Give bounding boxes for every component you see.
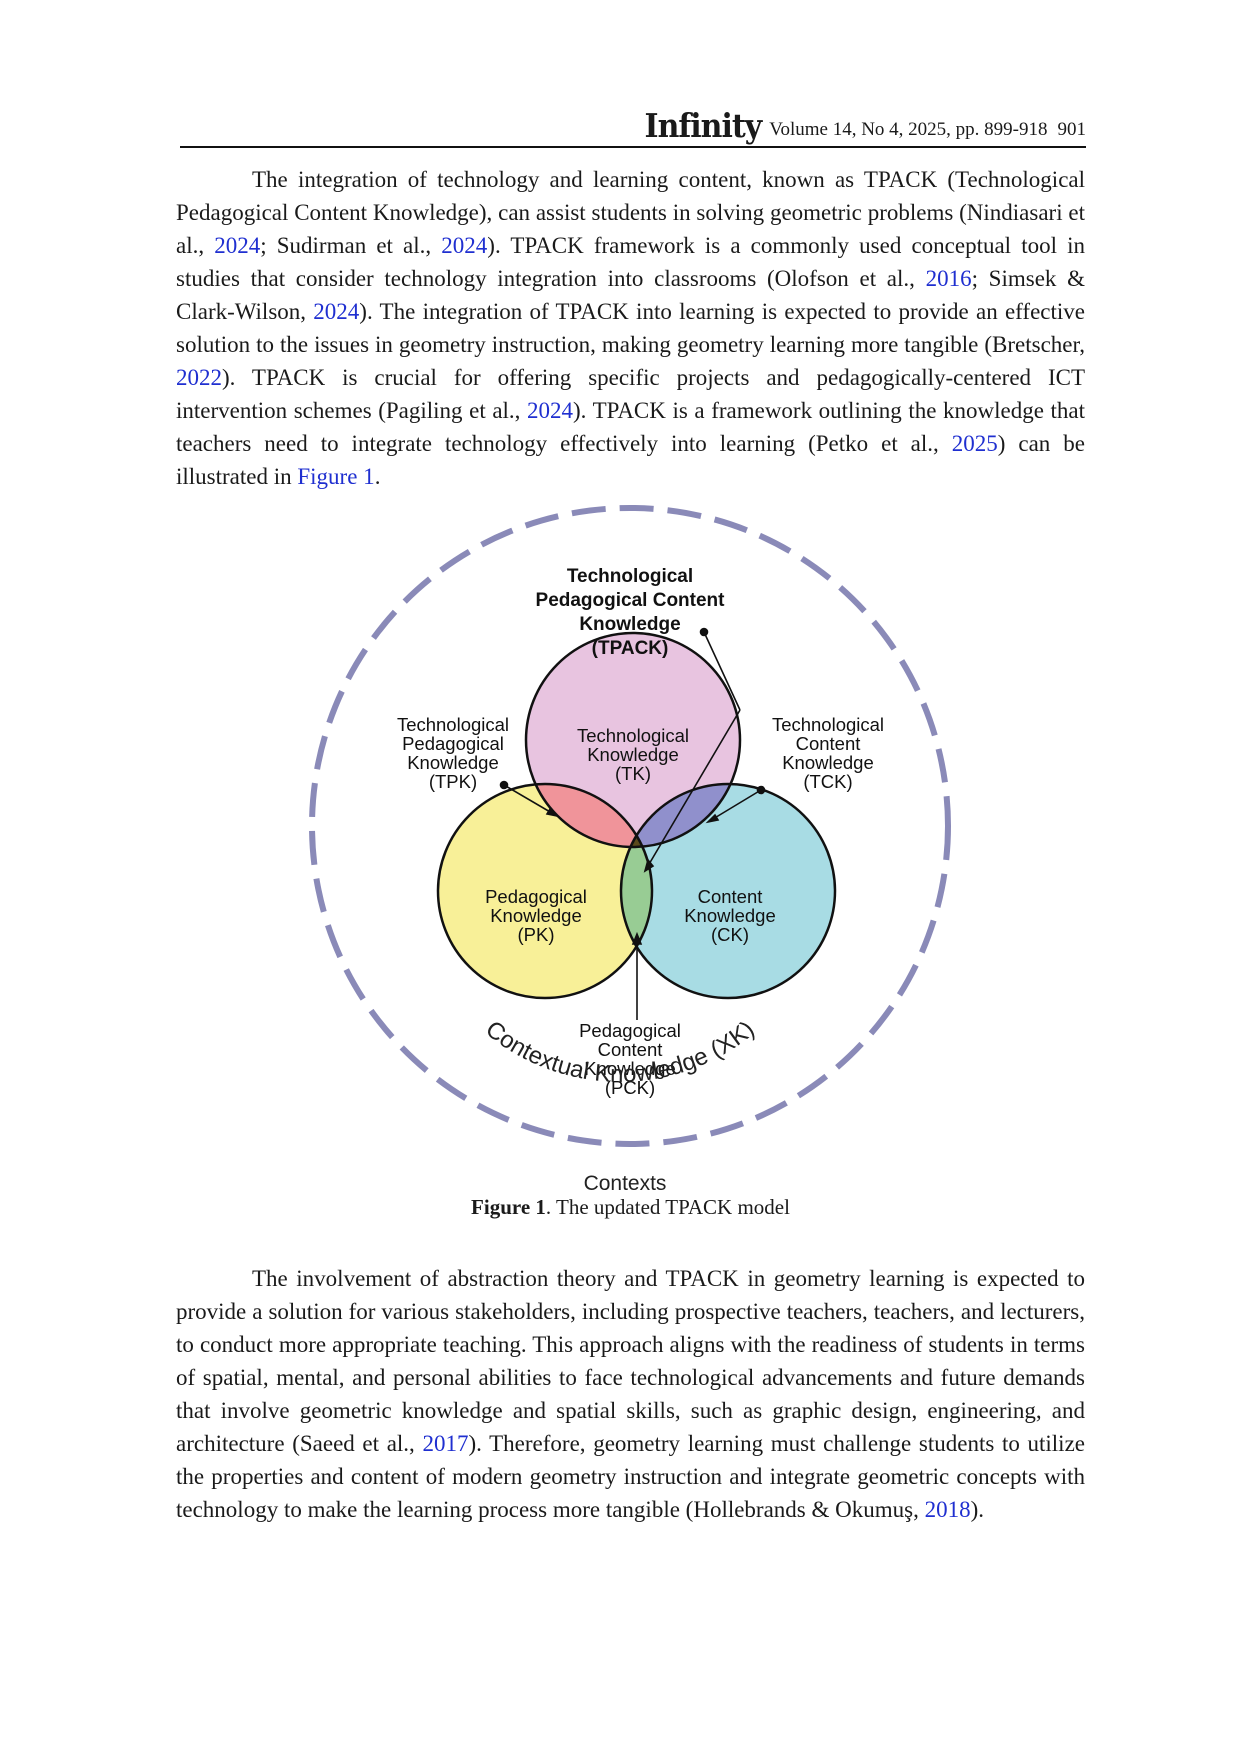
tck-dot [756, 785, 766, 795]
ck-outline [619, 782, 837, 1000]
tpack-arrowhead [643, 858, 655, 873]
page-header: Infinity Volume 14, No 4, 2025, pp. 899-… [180, 108, 1086, 148]
tpack-label-line: Knowledge [579, 614, 680, 635]
tpack-label-line: Technological [567, 566, 693, 587]
pk-label-line: (PK) [518, 924, 555, 945]
pck-label-line: Knowledge [584, 1058, 676, 1079]
paragraph-text: ). The integration of TPACK into learnin… [176, 299, 1085, 357]
tpack-leader-2 [644, 709, 741, 872]
citation-link[interactable]: Figure 1 [297, 464, 375, 489]
paragraph-text: ) can be illustrated in [176, 431, 1085, 489]
tpack-label-line: (TPACK) [592, 638, 669, 659]
paragraph-text: ). Therefore, geometry learning must cha… [176, 1431, 1085, 1522]
tk-label-line: (TK) [615, 763, 651, 784]
paragraph-text: ; Sudirman et al., [260, 233, 442, 258]
citation-link[interactable]: 2024 [441, 233, 488, 258]
paragraph-text: . [374, 464, 381, 489]
citation-link[interactable]: 2016 [925, 266, 972, 291]
citation-link[interactable]: 2017 [422, 1431, 469, 1456]
tck-arrowhead [705, 813, 720, 824]
paragraph-text: ; Simsek & Clark-Wilson, [176, 266, 1085, 324]
tk-label-line: Knowledge [587, 744, 679, 765]
tpk-label-line: Knowledge [407, 752, 499, 773]
figure-caption: Figure 1. The updated TPACK model [176, 1195, 1085, 1220]
page-number: 901 [1057, 119, 1087, 140]
ck-label-line: (CK) [711, 924, 749, 945]
citation-link[interactable]: 2022 [176, 365, 222, 390]
pck-arrowhead [631, 931, 643, 945]
pck-label-line: Pedagogical [579, 1020, 681, 1041]
paragraph-text: ). TPACK is a framework outlining the kn… [176, 398, 1085, 456]
pck-label-line: Content [598, 1039, 663, 1060]
tk-outline [524, 631, 742, 849]
tpack-label-line: Pedagogical Content [536, 590, 726, 611]
tk-label-line: Technological [577, 725, 689, 746]
paragraph-1: The integration of technology and learni… [176, 163, 1085, 493]
paragraph-text: ). TPACK framework is a commonly used co… [176, 233, 1085, 291]
tpk-label-line: Pedagogical [402, 733, 504, 754]
pk-label-line: Pedagogical [485, 886, 587, 907]
paragraph-2: The involvement of abstraction theory an… [176, 1262, 1085, 1526]
contexts-label: Contexts [584, 1172, 667, 1195]
citation-link[interactable]: 2018 [924, 1497, 971, 1522]
paragraph-text: The involvement of abstraction theory an… [176, 1266, 1085, 1456]
paragraph-text: ). [970, 1497, 985, 1522]
figure-caption-label: Figure 1 [471, 1195, 546, 1219]
ck-label-line: Content [698, 886, 763, 907]
tck-label-line: (TCK) [803, 771, 852, 792]
tpack-dot [699, 627, 709, 637]
tpack-leader [703, 631, 741, 711]
ck-label-line: Knowledge [684, 905, 776, 926]
tck-label-line: Knowledge [782, 752, 874, 773]
citation-link[interactable]: 2025 [951, 431, 998, 456]
tpk-arrowhead [545, 807, 560, 818]
citation-link[interactable]: 2024 [527, 398, 574, 423]
paragraph-text: ). TPACK is crucial for offering specifi… [176, 365, 1085, 423]
tpk-label-line: Technological [397, 714, 509, 735]
tck-label-line: Content [796, 733, 861, 754]
pk-outline [436, 782, 654, 1000]
contexts-dashed-ring [309, 505, 951, 1147]
pk-label-line: Knowledge [490, 905, 582, 926]
journal-volume-info: Volume 14, No 4, 2025, pp. 899-918 [769, 119, 1048, 140]
tpk-overlap [526, 784, 652, 847]
figure-caption-text: . The updated TPACK model [545, 1195, 790, 1219]
journal-logo: Infinity [644, 107, 763, 146]
citation-link[interactable]: 2024 [214, 233, 261, 258]
pck-label-line: (PCK) [605, 1077, 655, 1098]
paragraph-text: The integration of technology and learni… [176, 167, 1085, 258]
tpk-dot [499, 780, 509, 790]
tpk-label-line: (TPK) [429, 771, 477, 792]
citation-link[interactable]: 2024 [313, 299, 360, 324]
tck-label-line: Technological [772, 714, 884, 735]
